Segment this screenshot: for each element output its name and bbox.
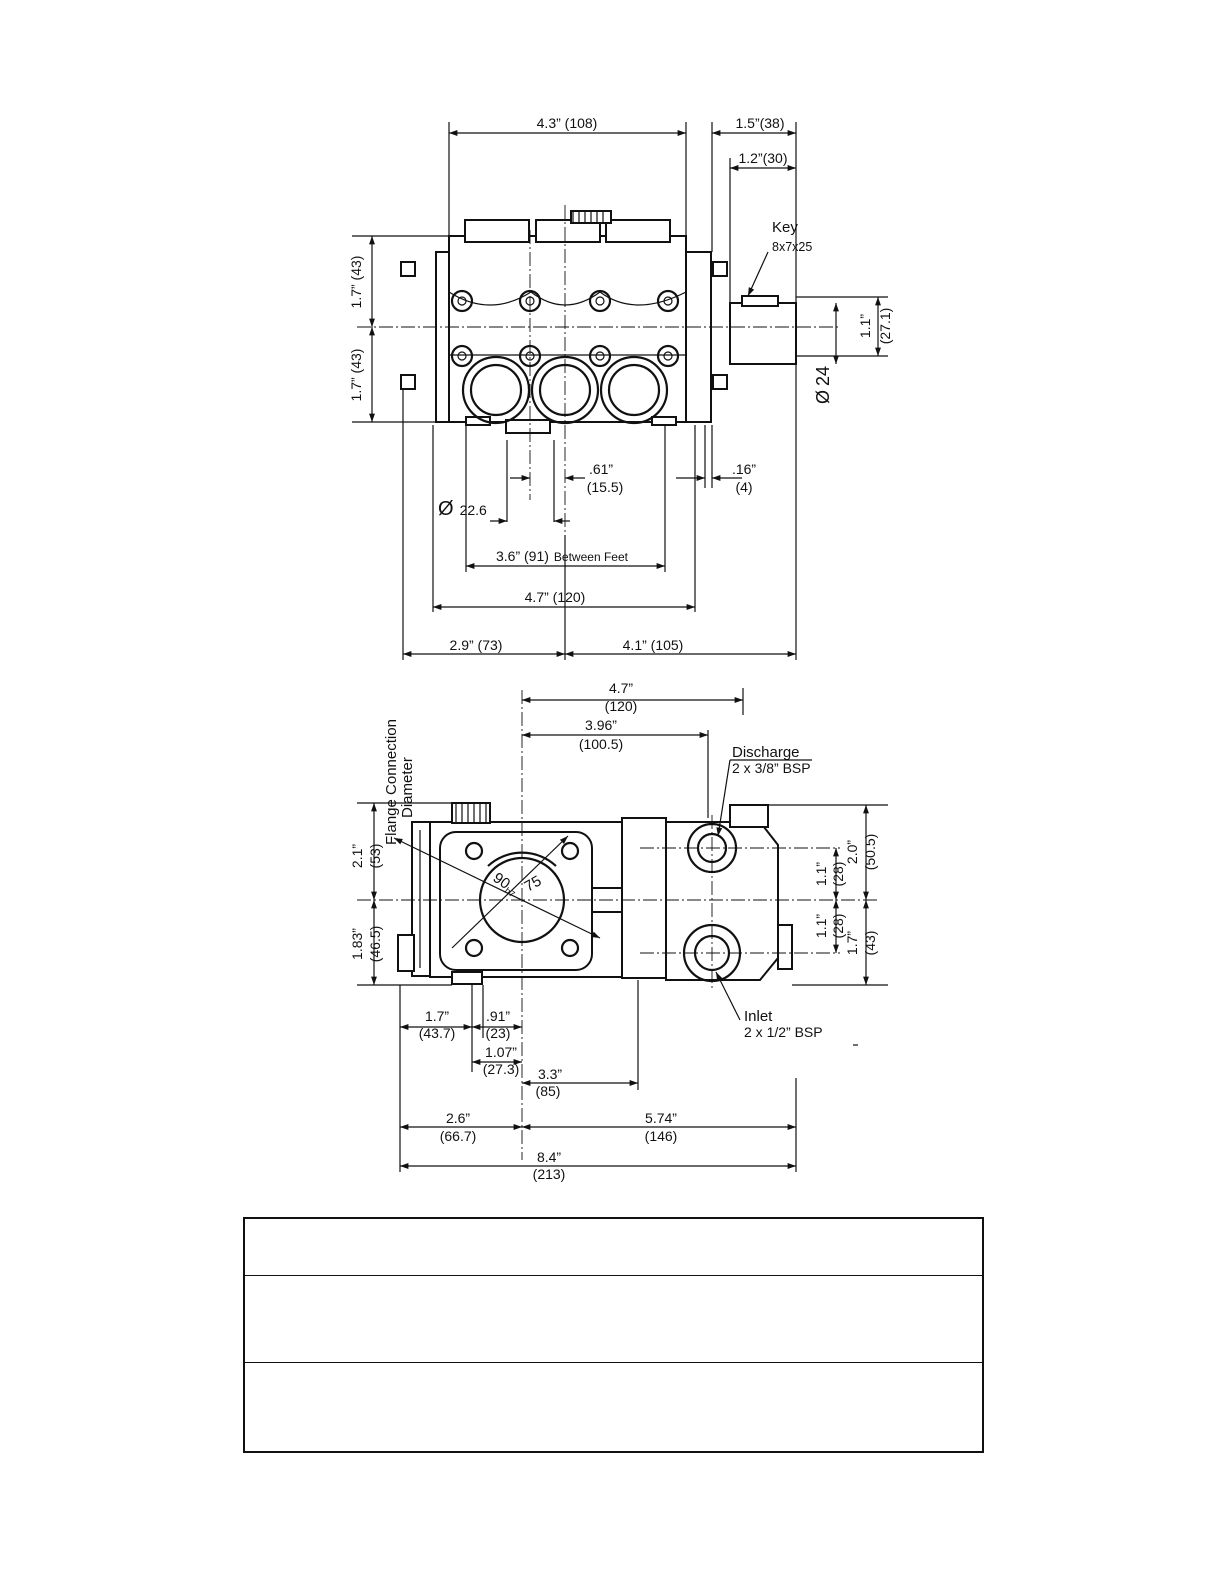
dim-top-width: 4.3” (108) xyxy=(537,115,598,131)
dim-side-left-lower-in: 1.83” xyxy=(349,928,365,960)
pump-dimension-drawing: 4.3” (108) 1.5”(38) 1.2”(30) Key 8x7x25 … xyxy=(348,115,893,1182)
dim-height-upper: 1.7” (43) xyxy=(348,256,364,309)
dim-edge-in: .16” xyxy=(732,461,756,477)
dim-b1-in: 1.7” xyxy=(425,1008,449,1024)
dim-side-right-lower-in: 1.7” xyxy=(844,931,860,955)
dim-shaft-diameter: Ø24 xyxy=(813,366,833,404)
dim-shaft-length: 1.5”(38) xyxy=(735,115,784,131)
flange-connection-label: Flange Connection xyxy=(383,719,400,845)
dim-b3-in: 1.07” xyxy=(485,1044,517,1060)
dim-b3-mm: (27.3) xyxy=(483,1061,520,1077)
dim-b6-in: 5.74” xyxy=(645,1110,677,1126)
dim-side-right-a-mm: (28) xyxy=(830,862,846,887)
top-view-extension-lines xyxy=(352,122,888,660)
dim-height-lower: 1.7” (43) xyxy=(348,349,364,402)
dim-side-left-upper-in: 2.1” xyxy=(349,844,365,868)
dim-b7-in: 8.4” xyxy=(537,1149,561,1165)
dim-key-length: 1.2”(30) xyxy=(738,150,787,166)
dim-side-right-lower-mm: (43) xyxy=(862,931,878,956)
dim-port-spacing-mm: (15.5) xyxy=(587,479,624,495)
side-view-pump-body xyxy=(397,802,793,985)
dim-shaft-height-mm: (27.1) xyxy=(877,308,893,345)
dim-side-top-mm: (120) xyxy=(605,698,638,714)
dim-side-mid-in: 3.96” xyxy=(585,717,617,733)
dim-b5-mm: (66.7) xyxy=(440,1128,477,1144)
side-view-dimension-text: 4.7” (120) 3.96” (100.5) Discharge 2 x 3… xyxy=(349,680,878,1182)
dim-side-top-in: 4.7” xyxy=(609,680,633,696)
spec-table xyxy=(243,1217,984,1453)
dim-between-feet: 3.6” (91)Between Feet xyxy=(496,548,629,564)
spec-table-row xyxy=(245,1219,982,1276)
inlet-label: Inlet xyxy=(744,1008,773,1025)
inlet-size: 2 x 1/2” BSP xyxy=(744,1024,823,1040)
dim-overall-width: 4.7” (120) xyxy=(525,589,586,605)
dim-b1-mm: (43.7) xyxy=(419,1025,456,1041)
side-view-dimension-lines xyxy=(371,697,869,1169)
dim-b2-in: .91” xyxy=(486,1008,510,1024)
dim-b5-in: 2.6” xyxy=(446,1110,470,1126)
top-view-pump-body xyxy=(400,210,797,434)
dim-side-mid-mm: (100.5) xyxy=(579,736,623,752)
dim-side-left-lower-mm: (46.5) xyxy=(367,926,383,963)
key-label: Key xyxy=(772,219,798,236)
dim-right-offset: 4.1” (105) xyxy=(623,637,684,653)
dim-b7-mm: (213) xyxy=(533,1166,566,1182)
dim-b4-mm: (85) xyxy=(536,1083,561,1099)
dim-side-right-total-in: 2.0” xyxy=(844,840,860,864)
dim-side-right-a-in: 1.1” xyxy=(813,862,829,886)
discharge-label: Discharge xyxy=(732,744,800,761)
dim-b6-mm: (146) xyxy=(645,1128,678,1144)
top-view: 4.3” (108) 1.5”(38) 1.2”(30) Key 8x7x25 … xyxy=(348,115,893,660)
dim-shaft-height-in: 1.1” xyxy=(857,314,873,338)
dim-b2-mm: (23) xyxy=(486,1025,511,1041)
flange-diameter-label: Diameter xyxy=(399,757,416,818)
flange-diameter-75: 75 xyxy=(522,872,545,895)
dim-edge-mm: (4) xyxy=(735,479,752,495)
dim-side-left-upper-mm: (53) xyxy=(367,844,383,869)
dim-side-right-b-mm: (28) xyxy=(830,914,846,939)
dim-side-right-b-in: 1.1” xyxy=(813,914,829,938)
spec-table-row xyxy=(245,1276,982,1363)
key-size: 8x7x25 xyxy=(772,240,812,254)
dim-left-offset: 2.9” (73) xyxy=(450,637,503,653)
top-view-dimension-text: 4.3” (108) 1.5”(38) 1.2”(30) Key 8x7x25 … xyxy=(348,115,893,653)
dim-side-right-total-mm: (50.5) xyxy=(862,834,878,871)
side-view: 4.7” (120) 3.96” (100.5) Discharge 2 x 3… xyxy=(349,680,888,1182)
spec-table-row xyxy=(245,1363,982,1451)
dim-port-spacing-in: .61” xyxy=(589,461,613,477)
top-view-dimension-lines xyxy=(369,130,881,657)
flange-diameter-90: 90h7 xyxy=(489,869,521,899)
discharge-size: 2 x 3/8” BSP xyxy=(732,760,811,776)
dim-b4-in: 3.3” xyxy=(538,1066,562,1082)
